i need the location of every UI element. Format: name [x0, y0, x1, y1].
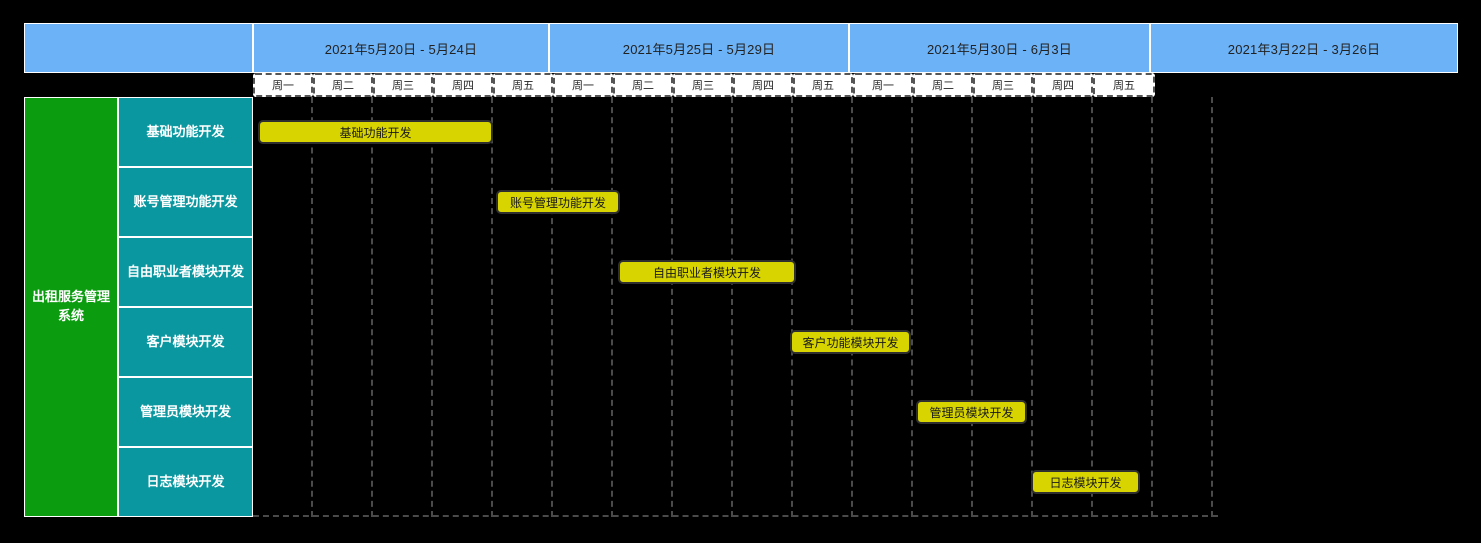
day-header-cell-10: 周一 — [853, 73, 913, 97]
task-name-cell-5: 日志模块开发 — [118, 447, 253, 517]
day-header-cell-12: 周三 — [973, 73, 1033, 97]
day-header-row: 周一周二周三周四周五周一周二周三周四周五周一周二周三周四周五 — [253, 73, 1158, 97]
project-name-cell: 出租服务管理系统 — [24, 97, 118, 517]
grid-line-5 — [611, 97, 613, 517]
day-header-cell-3: 周四 — [433, 73, 493, 97]
grid-line-0 — [311, 97, 313, 517]
task-bar-5[interactable]: 日志模块开发 — [1031, 470, 1140, 494]
day-header-cell-5: 周一 — [553, 73, 613, 97]
task-bar-1[interactable]: 账号管理功能开发 — [496, 190, 620, 214]
grid-line-10 — [911, 97, 913, 517]
grid-line-14 — [1151, 97, 1153, 517]
task-name-column: 基础功能开发账号管理功能开发自由职业者模块开发客户模块开发管理员模块开发日志模块… — [118, 97, 253, 517]
day-header-cell-0: 周一 — [253, 73, 313, 97]
day-header-cell-7: 周三 — [673, 73, 733, 97]
grid-line-3 — [491, 97, 493, 517]
grid-line-4 — [551, 97, 553, 517]
day-header-cell-4: 周五 — [493, 73, 553, 97]
grid-line-6 — [671, 97, 673, 517]
task-bar-2[interactable]: 自由职业者模块开发 — [618, 260, 796, 284]
grid-line-13 — [1091, 97, 1093, 517]
task-name-cell-4: 管理员模块开发 — [118, 377, 253, 447]
grid-line-1 — [371, 97, 373, 517]
grid-line-7 — [731, 97, 733, 517]
task-bar-0[interactable]: 基础功能开发 — [258, 120, 493, 144]
gantt-timeline-body: 基础功能开发账号管理功能开发自由职业者模块开发客户功能模块开发管理员模块开发日志… — [253, 97, 1458, 517]
grid-line-12 — [1031, 97, 1033, 517]
grid-line-9 — [851, 97, 853, 517]
task-bar-4[interactable]: 管理员模块开发 — [916, 400, 1027, 424]
grid-line-15 — [1211, 97, 1213, 517]
task-name-cell-1: 账号管理功能开发 — [118, 167, 253, 237]
day-header-cell-13: 周四 — [1033, 73, 1093, 97]
day-header-cell-8: 周四 — [733, 73, 793, 97]
grid-line-2 — [431, 97, 433, 517]
week-header-cell-3: 2021年3月22日 - 3月26日 — [1150, 23, 1458, 73]
grid-line-8 — [791, 97, 793, 517]
day-header-cell-9: 周五 — [793, 73, 853, 97]
day-header-cell-14: 周五 — [1093, 73, 1155, 97]
task-name-cell-3: 客户模块开发 — [118, 307, 253, 377]
week-header-cell-1: 2021年5月25日 - 5月29日 — [549, 23, 849, 73]
header-corner-cell — [24, 23, 253, 73]
grid-line-11 — [971, 97, 973, 517]
timeline-baseline — [253, 515, 1218, 517]
task-name-cell-0: 基础功能开发 — [118, 97, 253, 167]
day-header-cell-6: 周二 — [613, 73, 673, 97]
task-name-cell-2: 自由职业者模块开发 — [118, 237, 253, 307]
task-bar-3[interactable]: 客户功能模块开发 — [790, 330, 911, 354]
day-header-cell-2: 周三 — [373, 73, 433, 97]
day-header-cell-1: 周二 — [313, 73, 373, 97]
week-header-cell-2: 2021年5月30日 - 6月3日 — [849, 23, 1150, 73]
day-header-cell-11: 周二 — [913, 73, 973, 97]
week-header-cell-0: 2021年5月20日 - 5月24日 — [253, 23, 549, 73]
